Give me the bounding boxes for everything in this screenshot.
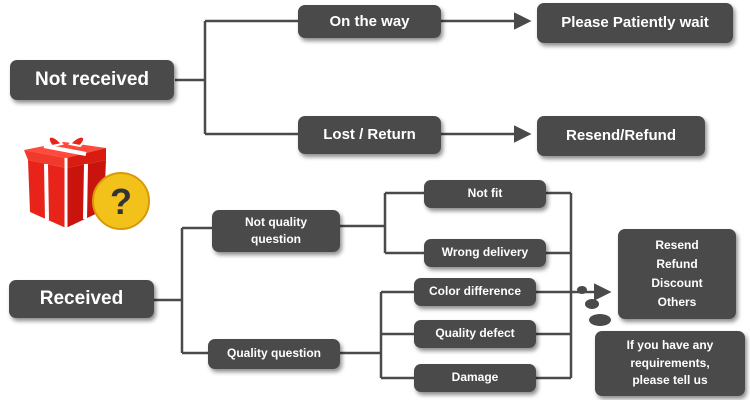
- requirements-line-3: please tell us: [632, 373, 708, 388]
- option-others: Others: [657, 295, 697, 310]
- thought-bubble-icon: [577, 286, 611, 326]
- options-node: Resend Refund Discount Others: [618, 229, 736, 319]
- requirements-line-2: requirements,: [630, 355, 710, 370]
- not-quality-question-node: Not quality question: [212, 210, 340, 252]
- svg-text:?: ?: [110, 181, 132, 222]
- not-fit-node: Not fit: [424, 180, 546, 208]
- option-discount: Discount: [651, 276, 703, 290]
- color-difference-node: Color difference: [414, 278, 536, 306]
- option-refund: Refund: [656, 256, 698, 271]
- not-quality-line-1: Not quality: [245, 214, 307, 229]
- resend-refund-node: Resend/Refund: [537, 116, 705, 156]
- on-the-way-node: On the way: [298, 5, 441, 38]
- quality-question-node: Quality question: [208, 339, 340, 369]
- lost-return-node: Lost / Return: [298, 116, 441, 154]
- wrong-delivery-node: Wrong delivery: [424, 239, 546, 267]
- received-node: Received: [9, 280, 154, 318]
- patiently-wait-node: Please Patiently wait: [537, 3, 733, 43]
- requirements-line-1: If you have any: [626, 338, 714, 353]
- requirements-node: If you have any requirements, please tel…: [595, 331, 745, 396]
- not-quality-line-2: question: [251, 232, 301, 246]
- damage-node: Damage: [414, 364, 536, 392]
- quality-defect-node: Quality defect: [414, 320, 536, 348]
- question-mark-icon: ?: [92, 172, 150, 230]
- option-resend: Resend: [655, 237, 699, 252]
- red-gift-box-icon: [24, 135, 106, 228]
- not-received-node: Not received: [10, 60, 174, 100]
